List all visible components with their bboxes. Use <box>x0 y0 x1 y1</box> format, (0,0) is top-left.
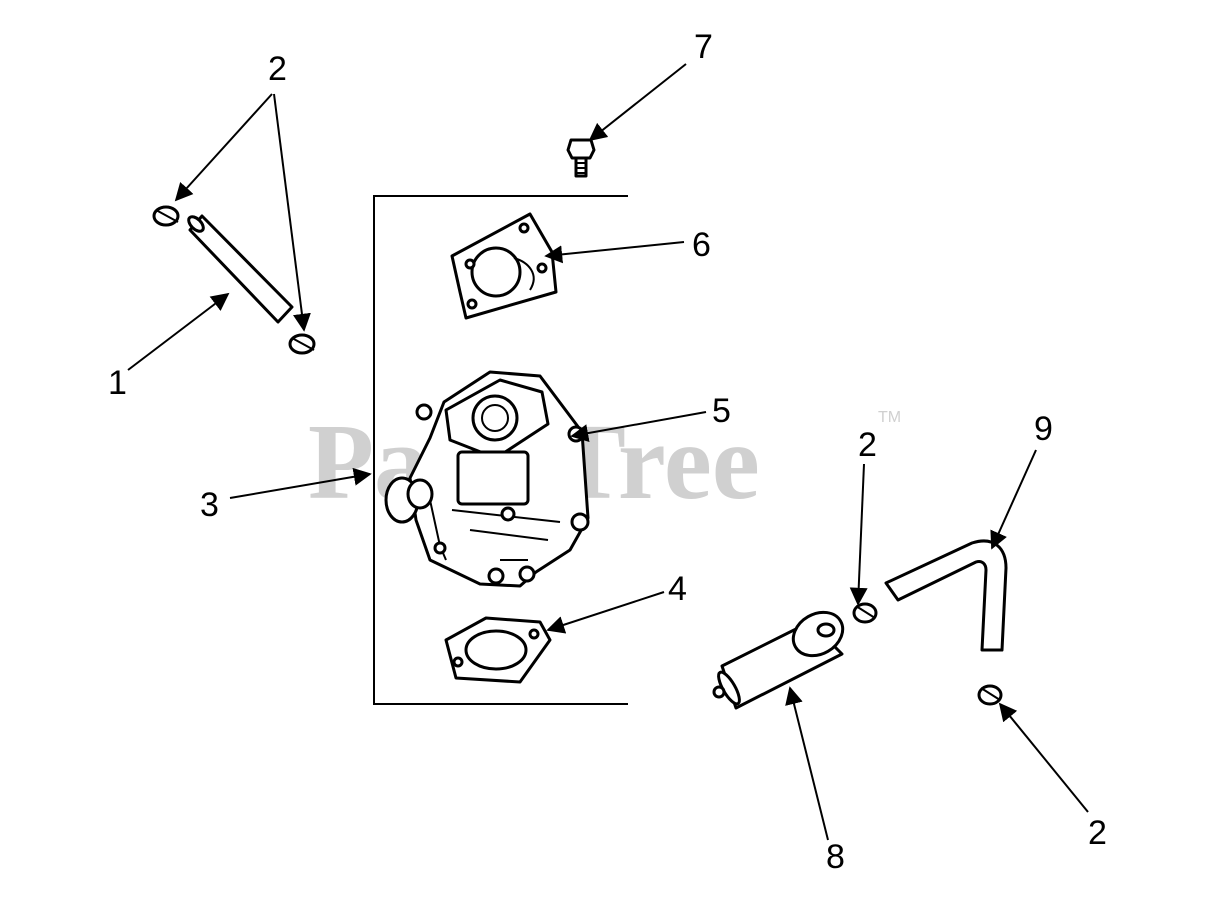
callout-8: 8 <box>826 838 845 876</box>
part-fuel-hose <box>187 214 294 324</box>
callout-5: 5 <box>712 392 731 430</box>
part-hose-clamp-right <box>977 684 1003 706</box>
leader-lines <box>127 63 1089 841</box>
callout-9: 9 <box>1034 410 1053 448</box>
part-upper-gasket <box>450 212 558 320</box>
part-fuel-filter <box>712 610 845 710</box>
callout-6: 6 <box>692 226 711 264</box>
callout-1: 1 <box>108 364 127 402</box>
callout-3: 3 <box>200 486 219 524</box>
part-hose-clamp-upper-left <box>152 205 180 227</box>
part-lower-gasket <box>444 616 552 684</box>
assembly-bracket <box>373 195 628 705</box>
callout-2-middle: 2 <box>858 426 877 464</box>
callout-2-bottom-right: 2 <box>1088 814 1107 852</box>
callout-4: 4 <box>668 570 687 608</box>
part-hose-clamp-lower-left <box>288 333 316 355</box>
callout-7: 7 <box>694 28 713 66</box>
watermark-trademark: TM <box>878 409 901 426</box>
callout-2-top-left: 2 <box>268 50 287 88</box>
part-hose-clamp-middle <box>852 602 878 624</box>
part-screw <box>566 138 596 178</box>
part-fuel-line-elbow <box>884 539 1008 652</box>
part-carburetor <box>384 370 590 588</box>
